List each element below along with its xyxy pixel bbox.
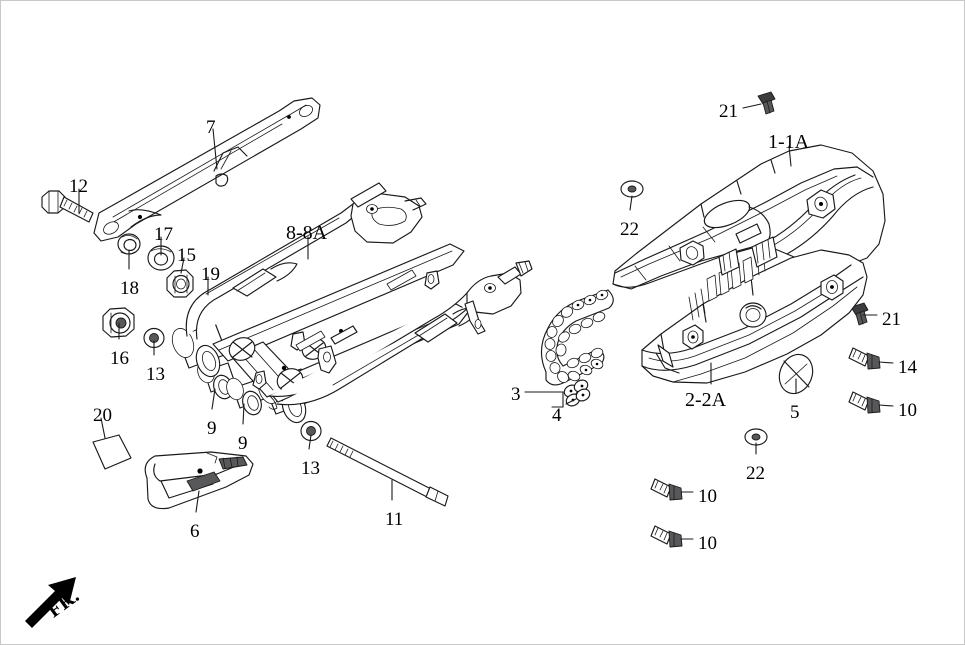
callout-number-c6: 6 <box>190 521 200 542</box>
part-21-push-rivet-top <box>757 91 776 115</box>
callout-number-c22a: 22 <box>620 219 639 240</box>
callout-leader-1-1A <box>788 145 792 167</box>
callout-number-c11: 11 <box>385 509 404 530</box>
callout-leader-15 <box>180 257 185 274</box>
part-2-2A-chain-case-lower <box>641 236 868 384</box>
callout-number-c2_2A: 2-2A <box>685 389 727 411</box>
callout-number-c8_8A: 8-8A <box>286 222 328 244</box>
part-10-flange-bolt-c <box>650 525 683 548</box>
callout-number-c7: 7 <box>206 117 216 138</box>
callout-leader-9 <box>211 388 216 410</box>
part-6-chain-slider <box>144 451 254 510</box>
callout-leader-20 <box>100 417 106 439</box>
part-14-flange-bolt-long <box>848 347 881 370</box>
callout-leader-4 <box>565 398 577 405</box>
callout-number-c1_1A: 1-1A <box>768 131 810 153</box>
part-22-grommet-washer-lower <box>744 428 768 446</box>
callout-leader-lines <box>78 103 894 540</box>
part-3-drive-chain <box>540 289 614 386</box>
callout-leader-3-4-elbow <box>524 391 564 408</box>
part-10-flange-bolt-a <box>848 391 881 414</box>
callout-number-c10c: 10 <box>698 533 717 554</box>
part-15-hex-nut <box>166 269 194 298</box>
callout-number-c21top: 21 <box>719 101 738 122</box>
part-10-flange-bolt-b <box>650 478 683 501</box>
part-5-rubber-cap <box>778 353 814 395</box>
callout-leader-21 <box>742 103 762 109</box>
callout-leader-14 <box>878 361 894 364</box>
callout-number-c13a: 13 <box>146 364 165 385</box>
part-7-torque-link-rod <box>93 97 321 242</box>
callout-number-c18: 18 <box>120 278 139 299</box>
callout-number-c16: 16 <box>110 348 129 369</box>
part-8-8A-swingarm-assembly <box>171 182 533 424</box>
part-13-washer-center <box>300 420 322 442</box>
part-17-plain-washer-large <box>147 245 175 271</box>
callout-number-c5: 5 <box>790 402 800 423</box>
callout-number-c15: 15 <box>177 245 196 266</box>
callout-number-c9a: 9 <box>207 418 217 439</box>
part-16-flange-nut <box>102 307 135 338</box>
callout-number-c12: 12 <box>69 176 88 197</box>
callout-number-c10b: 10 <box>698 486 717 507</box>
callout-leader-10 <box>878 404 894 407</box>
callout-leader-7 <box>212 128 218 170</box>
part-12-hex-bolt <box>41 190 94 223</box>
callout-number-c10a: 10 <box>898 400 917 421</box>
callout-number-c21r: 21 <box>882 309 901 330</box>
callout-leader-13 <box>308 434 312 450</box>
callout-number-c9b: 9 <box>238 433 248 454</box>
part-22-grommet-washer-upper <box>620 180 644 198</box>
callout-number-c22b: 22 <box>746 463 765 484</box>
fr-direction-arrow <box>25 577 76 628</box>
callout-number-c17: 17 <box>154 224 173 245</box>
part-20-chain-guide-plate <box>92 434 132 470</box>
callout-leader-22 <box>629 195 633 211</box>
callout-number-c20: 20 <box>93 405 112 426</box>
callout-number-c19: 19 <box>201 264 220 285</box>
callout-number-c4: 4 <box>552 405 562 426</box>
callout-number-c14: 14 <box>898 357 917 378</box>
callout-number-c13b: 13 <box>301 458 320 479</box>
callout-leader-6 <box>195 490 200 513</box>
callout-leader-9 <box>242 403 245 425</box>
callout-number-c3: 3 <box>511 384 521 405</box>
part-11-pivot-shaft-bolt <box>326 437 449 507</box>
